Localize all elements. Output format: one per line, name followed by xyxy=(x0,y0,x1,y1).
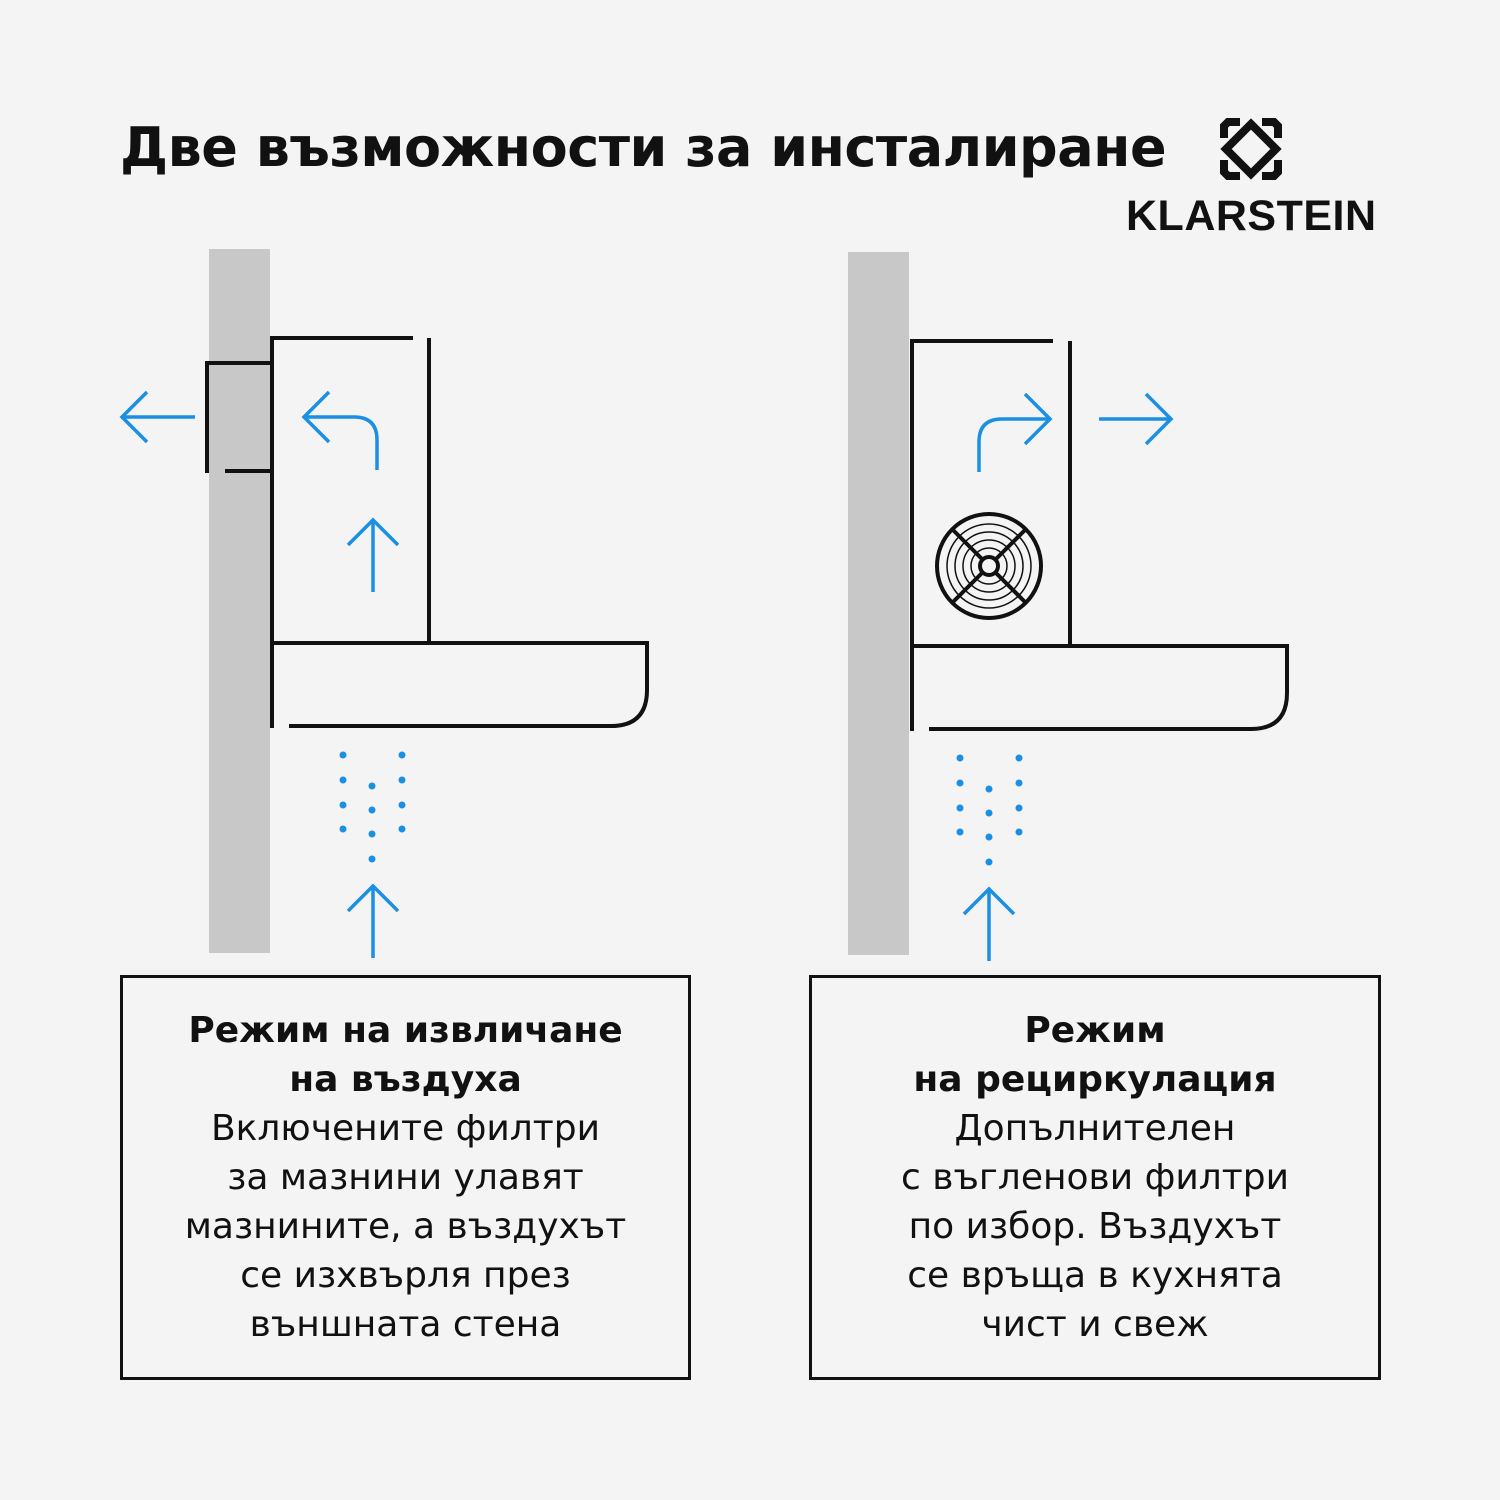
hood-canopy-right xyxy=(912,644,1289,731)
airflow-intake-arrow xyxy=(346,884,400,960)
recirculation-mode-box: Режим на рециркулация Допълнителен с въг… xyxy=(809,975,1381,1380)
steam-dots-right xyxy=(956,754,1023,866)
airflow-turn-arrow-right xyxy=(977,392,1053,472)
steam-dots xyxy=(339,751,406,863)
hood-canopy-left xyxy=(272,641,649,728)
extraction-diagram xyxy=(119,249,649,960)
recirculation-mode-title: Режим на рециркулация xyxy=(913,1010,1277,1100)
wall-duct xyxy=(205,361,270,473)
fan-icon xyxy=(935,512,1043,620)
extraction-mode-description: Включените филтри за мазнини улавят мазн… xyxy=(184,1108,627,1345)
airflow-out-arrow xyxy=(119,390,195,444)
airflow-up-arrow xyxy=(346,518,400,594)
wall-left xyxy=(209,249,270,953)
page-title: Две възможности за инсталиране xyxy=(120,116,1167,179)
hood-chimney-left xyxy=(270,336,413,643)
hood-chimney-right xyxy=(910,339,1053,646)
extraction-mode-title: Режим на извличане на въздуха xyxy=(188,1010,623,1100)
extraction-mode-box: Режим на извличане на въздуха Включените… xyxy=(120,975,691,1380)
installation-diagram xyxy=(119,249,1289,963)
airflow-intake-arrow-right xyxy=(962,887,1016,963)
recirculation-diagram xyxy=(848,252,1289,963)
airflow-return-arrow xyxy=(1099,392,1174,446)
klarstein-logo-icon xyxy=(1220,118,1282,180)
wall-right xyxy=(848,252,909,955)
brand-name: KLARSTEIN xyxy=(1126,192,1377,240)
recirculation-mode-description: Допълнителен с въгленови филтри по избор… xyxy=(901,1108,1289,1345)
airflow-turn-arrow xyxy=(301,390,379,470)
